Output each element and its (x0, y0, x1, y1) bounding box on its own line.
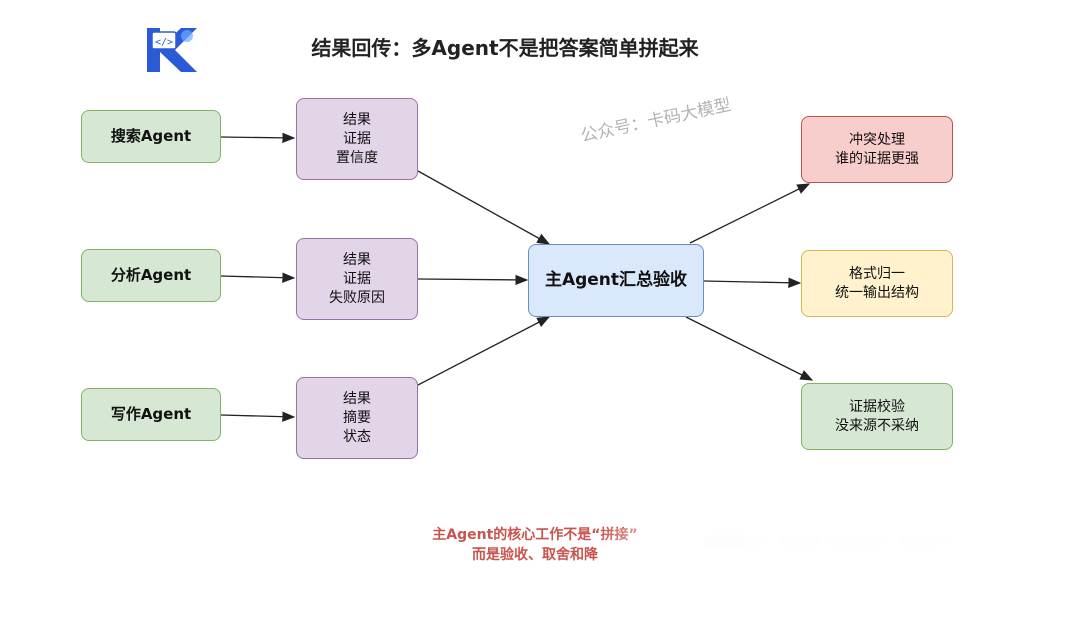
arrow-output3-to-main (417, 316, 551, 386)
arrow-main-to-conflict (689, 183, 811, 244)
output-writing-line: 摘要 (343, 409, 371, 426)
output-search-line: 置信度 (336, 149, 378, 166)
output-writing-line: 状态 (343, 428, 371, 445)
result-conflict: 冲突处理 谁的证据更强 (801, 116, 953, 183)
page-title: 结果回传：多Agent不是把答案简单拼起来 (311, 36, 699, 60)
agent-writing: 写作Agent (81, 388, 221, 441)
result-conflict-line: 谁的证据更强 (835, 150, 919, 167)
output-search-line: 证据 (343, 130, 371, 147)
svg-text:</>: </> (155, 37, 173, 48)
output-analysis: 结果 证据 失败原因 (296, 238, 418, 320)
agent-analysis: 分析Agent (81, 249, 221, 302)
arrow-analysis-to-output (220, 272, 296, 283)
arrow-writing-to-output (220, 411, 296, 422)
arrow-output1-to-main (417, 170, 551, 245)
output-writing-line: 结果 (343, 390, 371, 407)
output-writing: 结果 摘要 状态 (296, 377, 418, 459)
bottom-note: 主Agent的核心工作不是“拼接” 而是验收、取舍和降 (410, 525, 660, 565)
result-conflict-line: 冲突处理 (849, 131, 905, 148)
logo: </> (147, 26, 199, 74)
result-evidence-line: 证据校验 (849, 398, 905, 415)
result-format: 格式归一 统一输出结构 (801, 250, 953, 317)
result-format-line: 格式归一 (849, 265, 905, 282)
output-search-line: 结果 (343, 111, 371, 128)
main-agent-label: 主Agent汇总验收 (544, 270, 688, 290)
arrow-search-to-output (220, 132, 296, 144)
blur-overlay (596, 528, 1016, 618)
agent-search: 搜索Agent (81, 110, 221, 163)
agent-search-label: 搜索Agent (110, 127, 192, 145)
output-analysis-line: 失败原因 (329, 289, 385, 306)
output-analysis-line: 结果 (343, 251, 371, 268)
note-line-1: 主Agent的核心工作不是“拼接” (432, 527, 638, 543)
result-format-line: 统一输出结构 (835, 284, 919, 301)
result-evidence-line: 没来源不采纳 (835, 417, 919, 434)
arrow-output2-to-main (417, 274, 529, 286)
output-search: 结果 证据 置信度 (296, 98, 418, 180)
output-analysis-line: 证据 (343, 270, 371, 287)
note-line-2: 而是验收、取舍和降 (472, 547, 598, 563)
arrow-main-to-format (703, 277, 802, 288)
arrow-main-to-evidence (685, 316, 814, 381)
result-evidence: 证据校验 没来源不采纳 (801, 383, 953, 450)
main-agent-node: 主Agent汇总验收 (528, 244, 704, 317)
agent-writing-label: 写作Agent (110, 405, 192, 423)
agent-analysis-label: 分析Agent (110, 266, 192, 284)
